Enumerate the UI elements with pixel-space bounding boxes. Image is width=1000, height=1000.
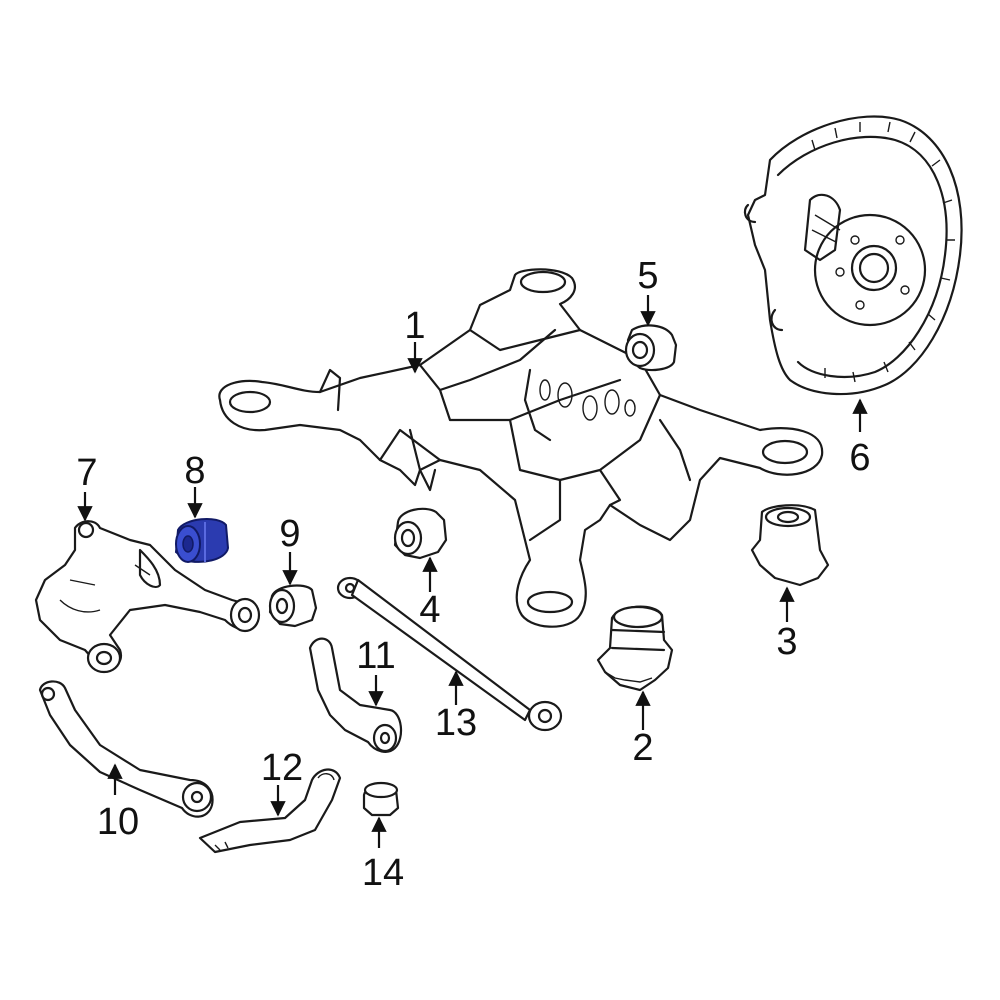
callout-9[interactable]: 9 xyxy=(279,513,300,555)
control-arm-7-part[interactable] xyxy=(34,520,261,674)
callout-14[interactable]: 14 xyxy=(362,852,404,894)
callout-12[interactable]: 12 xyxy=(261,747,303,789)
lower-arm-10-part[interactable] xyxy=(38,680,214,818)
mount-3-part[interactable] xyxy=(750,504,830,587)
mount-2-part[interactable] xyxy=(596,605,674,692)
bushing-4-part[interactable] xyxy=(393,507,448,560)
bushing-9-part[interactable] xyxy=(268,584,318,628)
callout-5[interactable]: 5 xyxy=(637,255,658,297)
callout-arrows xyxy=(77,295,868,848)
bushing-14-part[interactable] xyxy=(362,781,400,817)
tie-rod-13-part[interactable] xyxy=(336,576,563,732)
backing-plate-part[interactable] xyxy=(743,115,963,396)
callout-10[interactable]: 10 xyxy=(97,801,139,843)
subframe-part[interactable] xyxy=(218,268,824,628)
callout-1[interactable]: 1 xyxy=(404,305,425,347)
callout-labels: 1 2 3 4 5 6 7 8 9 10 11 12 13 14 xyxy=(76,255,870,894)
callout-11[interactable]: 11 xyxy=(356,635,395,677)
link-arm-11-part[interactable] xyxy=(308,637,403,753)
callout-3[interactable]: 3 xyxy=(776,621,797,663)
bracket-12-part[interactable] xyxy=(198,768,342,854)
bushing-5-part[interactable] xyxy=(624,324,678,372)
callout-4[interactable]: 4 xyxy=(419,589,440,631)
bushing-8-part[interactable] xyxy=(174,518,230,563)
callout-7[interactable]: 7 xyxy=(76,452,97,494)
callout-6[interactable]: 6 xyxy=(849,437,870,479)
callout-8[interactable]: 8 xyxy=(184,450,205,492)
callout-13[interactable]: 13 xyxy=(435,702,477,744)
callout-2[interactable]: 2 xyxy=(632,727,653,769)
